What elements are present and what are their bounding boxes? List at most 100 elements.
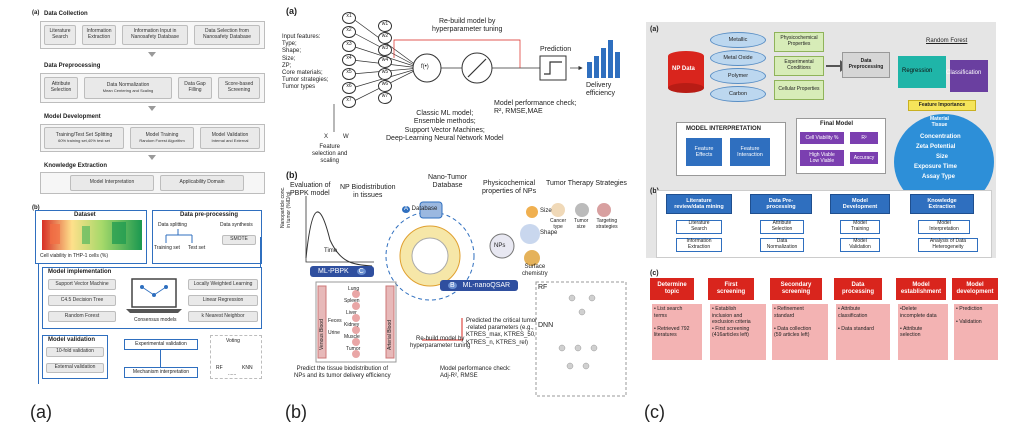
weight-node: w5 (378, 68, 392, 80)
column-item: Literature Search (676, 220, 722, 234)
input-node: x1 (342, 12, 356, 24)
cellular-box: Cellular Properties (774, 80, 824, 100)
literature-search-box: Literature Search (44, 25, 76, 45)
arrow-down-icon (148, 52, 156, 57)
panel-b-tag-a: (a) (286, 6, 297, 16)
random-forest-box: Random Forest (48, 311, 116, 322)
model-validation-sub: Internal and External (211, 137, 249, 143)
input-features-label: Input features: Type; Shape; Size; ZP; C… (282, 34, 329, 91)
step-body: • Prediction • Validation (954, 304, 998, 360)
step-header: Secondary screening (770, 278, 822, 300)
split-arrows (165, 229, 193, 243)
organ-muscle: Muscle (344, 334, 360, 340)
time-label: Time (324, 248, 338, 254)
data-normalization-sub: Mean Centering and Scaling (102, 87, 154, 93)
consensus-label: Consensus models (134, 317, 177, 323)
surface-label: Surface chemistry (522, 264, 548, 278)
feature-concentration: Concentration (920, 134, 961, 140)
performance-label: Model performance check; R², RMSE,MAE (494, 100, 577, 116)
metal-oxide-ellipse: Metal Oxide (710, 50, 766, 66)
preprocessing-title: Data pre-processing (180, 212, 239, 218)
feature-circle (894, 114, 994, 210)
voting-frame (210, 335, 262, 379)
organ-lung: Lung (348, 286, 360, 292)
feature-size: Size (936, 154, 949, 160)
venous-label: Venous Blood (319, 319, 325, 350)
prediction-label: Prediction (540, 46, 572, 53)
eval-pbpk-label: Evaluation of PBPK model (290, 182, 331, 198)
step-header: Model development (952, 278, 998, 300)
model-training-label: Model Training (145, 131, 179, 138)
information-input-box: Information Input in Nanosafety Database (122, 25, 188, 45)
voting-label: Voting (226, 338, 240, 344)
ml-pbpk-text: ML-PBPK (318, 268, 349, 275)
db-marker-a: A (402, 206, 410, 214)
data-collection-title: Data Collection (44, 11, 88, 17)
panel-b-tag-b: (b) (286, 170, 298, 180)
fx-label: f(•) (421, 64, 429, 70)
step-header: Determine topic (650, 278, 694, 300)
organ-spleen: Spleen (344, 298, 360, 304)
ml-pbpk-marker: C (356, 268, 366, 275)
model-impl-title: Model implementation (48, 269, 112, 275)
mechanism-box: Mechanism interpretation (124, 367, 198, 378)
arterial-label: Arterial Blood (387, 319, 393, 350)
column-item: Information Extraction (676, 238, 722, 252)
c45-box: C4.5 Decision Tree (48, 295, 116, 306)
x-w-label: X W (324, 134, 349, 140)
classification-label: Classification (946, 70, 982, 76)
weight-node: w3 (378, 44, 392, 56)
column-header: Knowledge Extraction (910, 194, 974, 214)
weight-node: w7 (378, 92, 392, 104)
step-body: • List search terms • Retrieved 792 lite… (652, 304, 702, 360)
random-forest-label: Random Forest (926, 38, 968, 44)
ml-nanoqsar-marker: B (448, 282, 457, 289)
weight-nodes: w1 w2 w3 w4 w5 w6 w7 (378, 20, 392, 120)
training-set-label: Training set (154, 245, 180, 251)
svm-box: Support Vector Machine (48, 279, 116, 290)
column-header: Data Pre- processing (750, 194, 812, 214)
training-test-split-box: Training/Test Set Splitting 60% training… (44, 127, 124, 149)
final-model-label: Final Model (820, 121, 853, 127)
model-validation-label: Model Validation (211, 131, 249, 138)
panel-a-tag-b: (b) (32, 205, 40, 211)
rebuild-label: Re-build model by hyperparameter tuning (432, 18, 503, 34)
lwl-box: Locally Weighted Learning (188, 279, 258, 290)
input-node: x6 (342, 82, 356, 94)
information-extraction-box: Information Extraction (82, 25, 116, 45)
column-item: Model Validation (840, 238, 880, 252)
voting-rf: RF (216, 365, 223, 371)
organ-urine: Urine (328, 330, 340, 336)
np-biodist-label: NP Biodistribution in tissues (340, 184, 396, 200)
perf-b-label: Model performance check: Adj-R², RMSE (440, 366, 511, 380)
input-node: x3 (342, 40, 356, 52)
viability-heatmap (42, 220, 142, 250)
interpretation-title: MODEL INTERPRETATION (686, 126, 761, 132)
ml-pbpk-badge: ML-PBPK C (310, 266, 374, 277)
connector-line (260, 237, 261, 295)
cell-viability-box: Cell Viability % (800, 132, 844, 144)
caption-b: (b) (285, 402, 307, 422)
voting-knn: KNN (242, 365, 253, 371)
shape-label: Shape (540, 230, 558, 236)
regression-box (898, 56, 946, 88)
r2-box: R² (850, 132, 878, 144)
delivery-label: Delivery efficiency (586, 82, 616, 98)
knowledge-extraction-title: Knowledge Extraction (44, 163, 108, 169)
step-body: • Establish inclusion and exclusion crit… (710, 304, 766, 360)
polymer-ellipse: Polymer (710, 68, 766, 84)
feature-assay: Assay Type (922, 174, 955, 180)
column-item: Model Interpretation (918, 220, 970, 234)
panel-a: (a) Data Collection Literature Search In… (30, 5, 280, 400)
caption-a: (a) (30, 402, 52, 422)
knn-box: k Nearest Neighbor (188, 311, 258, 322)
weight-node: w2 (378, 32, 392, 44)
model-training-box: Model Training Random Forest Algorithm (130, 127, 194, 149)
weight-node: w6 (378, 80, 392, 92)
data-normalization-label: Data Normalization (106, 81, 150, 88)
input-node: x5 (342, 68, 356, 80)
model-development-title: Model Development (44, 114, 101, 120)
classification-box (950, 60, 988, 92)
feature-selection-label: Feature selection and scaling (312, 144, 348, 165)
column-item: Model Training (840, 220, 880, 234)
